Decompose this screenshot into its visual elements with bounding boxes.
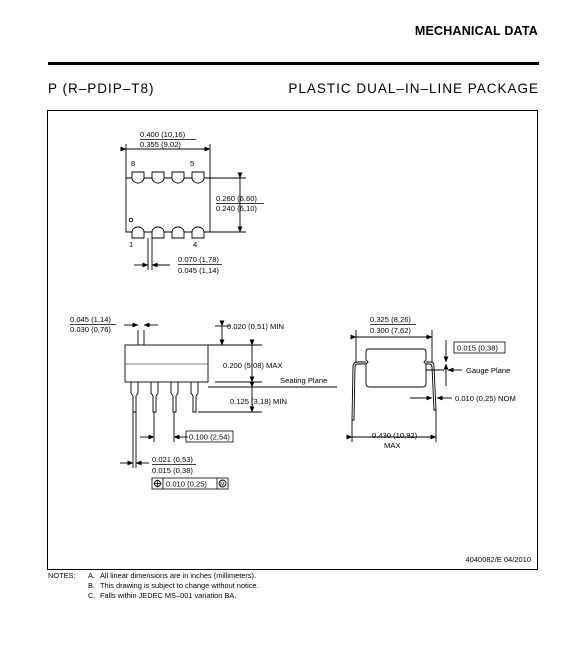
- position-tolerance-frame: 0.010 (0,25) M: [151, 477, 229, 490]
- gauge-plane-label: Gauge Plane: [466, 366, 510, 375]
- drawing-frame: [47, 110, 538, 570]
- lead-width-max: 0.045 (1,14): [70, 315, 111, 324]
- end-right-lead: [426, 361, 437, 411]
- pin-number-8: 8: [131, 159, 135, 168]
- top-view: 0.400 (10,16) 0.355 (9,02) 8 5 1 4 0.260…: [120, 130, 264, 275]
- top-width-min: 0.240 (6,10): [216, 204, 257, 213]
- row-spacing-max: 0.325 (8,26): [370, 315, 411, 324]
- note-item: A.All linear dimensions are in inches (m…: [88, 571, 257, 580]
- section-title: MECHANICAL DATA: [414, 24, 538, 38]
- position-tolerance: 0.010 (0,25): [166, 480, 207, 489]
- side-view: 0.045 (1,14) 0.030 (0,76) 0.020 (0,51) M…: [70, 315, 337, 490]
- span-max: 0.430 (10,92): [372, 431, 418, 440]
- top-length-min: 0.355 (9,02): [140, 140, 181, 149]
- notes-label: NOTES:: [48, 571, 76, 580]
- pin1-marker: [128, 217, 134, 223]
- drawing-id: 4040082/E 04/2010: [465, 555, 531, 564]
- side-leads: [130, 382, 199, 413]
- lead-length-min: 0.125 (3,18) MIN: [230, 397, 287, 406]
- row-spacing-min: 0.300 (7,62): [370, 326, 411, 335]
- standoff-min: 0.020 (0,51) MIN: [227, 322, 284, 331]
- end-view-body: [365, 348, 427, 388]
- note-item: C.Falls within JEDEC MS–001 variation BA…: [88, 591, 237, 600]
- package-type: PLASTIC DUAL–IN–LINE PACKAGE: [288, 81, 539, 96]
- end-lead-thickness: 0.015 (0,38): [457, 344, 498, 353]
- top-width-max: 0.260 (6,60): [216, 194, 257, 203]
- package-designator: P (R–PDIP–T8): [48, 81, 155, 96]
- shoulder-max: 0.070 (1,78): [178, 255, 219, 264]
- pin-number-5: 5: [190, 159, 194, 168]
- top-view-body: [125, 177, 211, 233]
- end-view: 0.325 (8,26) 0.300 (7,62) 0.015 (0,38) G…: [346, 315, 516, 450]
- end-left-lead: [351, 361, 366, 421]
- height-max: 0.200 (5,08) MAX: [223, 361, 283, 370]
- lead-thick-max: 0.021 (0,53): [152, 455, 193, 464]
- lead-thick-min: 0.015 (0,38): [152, 466, 193, 475]
- note-item: B.This drawing is subject to change with…: [88, 581, 259, 590]
- top-length-max: 0.400 (10,16): [140, 130, 186, 139]
- pin-number-4: 4: [193, 240, 197, 249]
- lead-width-min: 0.030 (0,76): [70, 325, 111, 334]
- seating-plane-label: Seating Plane: [280, 376, 327, 385]
- shoulder-min: 0.045 (1,14): [178, 266, 219, 275]
- lead-offset: 0.010 (0,25) NOM: [455, 394, 516, 403]
- svg-text:M: M: [220, 482, 225, 488]
- span-label: MAX: [384, 441, 400, 450]
- pin-number-1: 1: [129, 240, 133, 249]
- side-view-body: [124, 344, 209, 383]
- pitch-value: 0.100 (2,54): [189, 433, 230, 442]
- header-rule: [48, 62, 539, 65]
